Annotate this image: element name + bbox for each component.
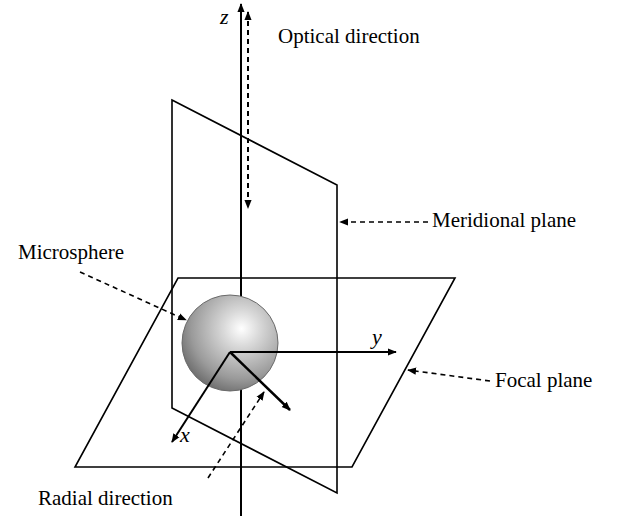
optical-arrow — [247, 12, 249, 208]
microsphere — [182, 295, 278, 391]
axis-label: z — [220, 6, 229, 28]
part-label: Microsphere — [18, 242, 124, 263]
leader-line — [340, 221, 428, 223]
plane-label: Meridional plane — [432, 210, 576, 231]
leader-line — [80, 272, 186, 320]
axis-label: y — [372, 326, 382, 348]
direction-label: Optical direction — [278, 26, 420, 47]
focal-plane — [75, 278, 455, 467]
y-axis — [230, 351, 396, 353]
radial-arrow — [230, 352, 290, 410]
axis-label: x — [180, 424, 190, 446]
leader-line — [208, 392, 264, 478]
leader-line — [408, 370, 490, 381]
meridional-plane — [172, 100, 337, 493]
plane-label: Focal plane — [495, 370, 592, 391]
z-axis — [240, 4, 242, 516]
direction-label: Radial direction — [38, 488, 173, 509]
